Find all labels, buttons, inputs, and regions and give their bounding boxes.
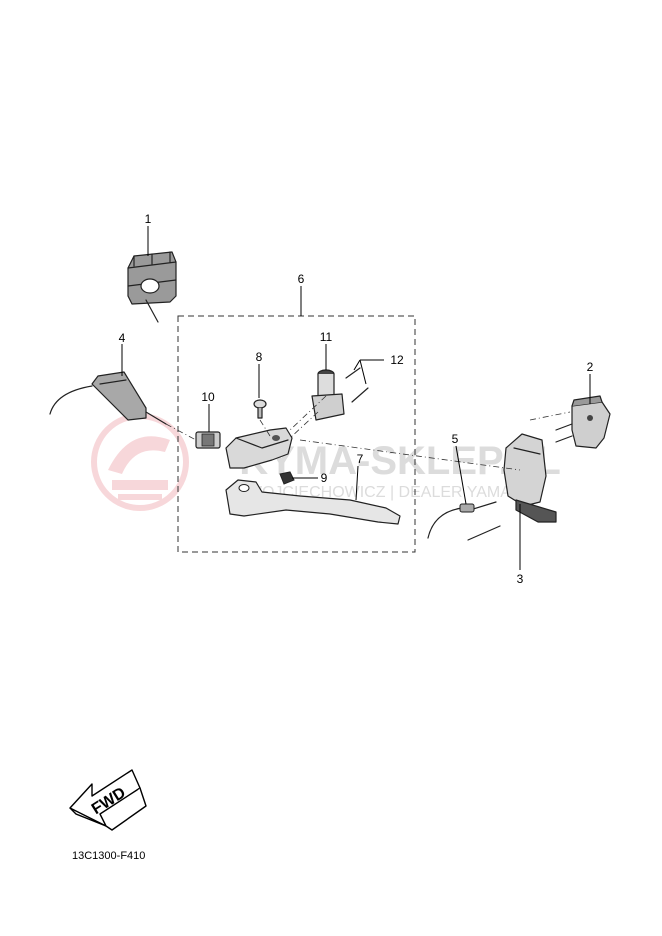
callout-8: 8 (256, 350, 263, 364)
callout-12: 12 (390, 353, 404, 367)
part-4-cable-boot (49, 371, 167, 425)
part-8-screw (253, 399, 267, 419)
watermark-logo (91, 413, 189, 511)
callout-9: 9 (321, 471, 328, 485)
callout-3: 3 (517, 572, 524, 586)
part-11-bracket (311, 369, 345, 421)
callout-4: 4 (119, 331, 126, 345)
callout-7: 7 (357, 452, 364, 466)
part-9-nut (279, 471, 295, 485)
callout-5: 5 (452, 432, 459, 446)
part-5-cable (427, 503, 475, 539)
fwd-arrow-icon: FWD (69, 769, 147, 831)
assembly-lines (165, 395, 571, 471)
part-3-lever-perch (467, 433, 557, 541)
callout-2: 2 (587, 360, 594, 374)
callout-10: 10 (201, 390, 215, 404)
part-7-lever (225, 479, 401, 525)
callout-1: 1 (145, 212, 152, 226)
part-12-screws (345, 367, 369, 403)
part-2-switch-housing (555, 395, 611, 449)
callout-11: 11 (320, 330, 333, 344)
part-lever-holder (225, 427, 293, 469)
assembly-box (177, 315, 416, 553)
diagram-code: 13C1300-F410 (72, 850, 145, 862)
part-1-grommet (127, 251, 177, 323)
callout-6: 6 (298, 272, 305, 286)
leader-lines (121, 226, 591, 570)
watermark-tagline: WOJCIECHOWICZ | DEALER YAMAHA (247, 484, 534, 501)
part-10-adjuster (195, 431, 221, 449)
